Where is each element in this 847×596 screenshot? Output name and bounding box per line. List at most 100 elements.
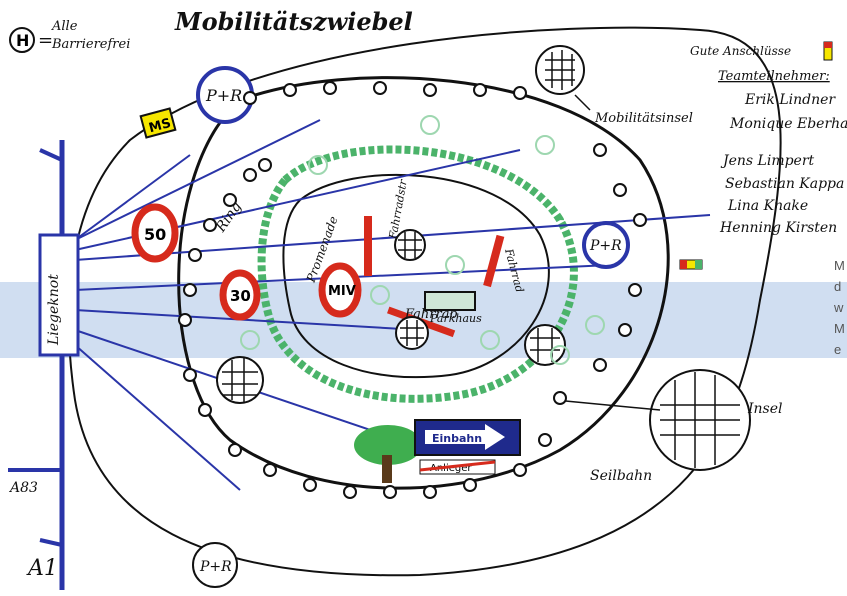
- faint-tree-icon: [480, 330, 500, 350]
- team-member: Erik Lindner: [744, 92, 836, 108]
- team-heading: Teamteilnehmer:: [718, 69, 830, 84]
- h-stop-icon: [613, 183, 627, 197]
- top-right-note: Gute Anschlüsse: [690, 44, 791, 58]
- h-stop-icon: [243, 91, 257, 105]
- h-stop-icon: [323, 81, 337, 95]
- faint-tree-icon: [308, 155, 328, 175]
- h-stop-icon: [373, 81, 387, 95]
- faint-tree-icon: [535, 135, 555, 155]
- faint-tree-icon: [240, 330, 260, 350]
- speed-sign-50: 50: [131, 203, 179, 263]
- seilbahn-line: [554, 399, 661, 411]
- h-stop-icon: [343, 485, 357, 499]
- h-stop-icon: [258, 158, 272, 172]
- h-stops: [178, 81, 647, 499]
- h-stop-icon: [303, 478, 317, 492]
- anlieger-label: Anlieger: [430, 463, 472, 474]
- h-stop-icon: [633, 213, 647, 227]
- h-stop-icon: [223, 193, 237, 207]
- a83-label: A83: [8, 480, 38, 496]
- h-stop-icon: [513, 86, 527, 100]
- legend-h-circle: [9, 27, 35, 53]
- h-stop-icon: [198, 403, 212, 417]
- svg-text:=: =: [38, 30, 53, 51]
- svg-text:M: M: [834, 321, 845, 336]
- main-road-branch-a1: [39, 538, 63, 547]
- miv-sign: MIV: [318, 262, 362, 318]
- liegeknot-box: [38, 233, 80, 357]
- h-stop-icon: [203, 218, 217, 232]
- grid-island-center-top: [394, 229, 426, 261]
- svg-text:M: M: [834, 258, 845, 273]
- svg-text:d: d: [834, 279, 841, 294]
- h-stop-icon: [618, 323, 632, 337]
- faint-tree-icon: [585, 315, 605, 335]
- grid-island-east: [524, 324, 566, 366]
- team-member: Henning Kirsten: [719, 220, 837, 236]
- speed-sign-30: 30: [219, 269, 261, 321]
- side-text: M d w M e: [833, 258, 845, 357]
- tree-icon: [354, 425, 422, 483]
- main-road-branch-top: [39, 148, 63, 162]
- arrow-to-top-pr: [74, 119, 321, 241]
- core-outline: [282, 173, 550, 379]
- h-stop-icon: [228, 443, 242, 457]
- arrow-to-center: [74, 309, 421, 331]
- ms-label: MS: [147, 116, 172, 136]
- promenade-outline: [257, 145, 578, 403]
- fahrradstr-bar: [364, 216, 372, 276]
- pr-bottom-label: P+R: [199, 559, 232, 575]
- h-stop-icon: [593, 358, 607, 372]
- seilbahn-label: Seilbahn: [590, 468, 652, 484]
- h-stop-icon: [383, 485, 397, 499]
- h-stop-icon: [593, 143, 607, 157]
- parkhaus-block: [424, 291, 476, 311]
- arrow-to-southwest: [74, 344, 241, 491]
- faint-tree-icon: [445, 255, 465, 275]
- grid-island-large: [649, 369, 751, 471]
- h-stop-icon: [628, 283, 642, 297]
- h-stop-icon: [538, 433, 552, 447]
- ms-box: [139, 107, 177, 139]
- team-member: Sebastian Kappa: [725, 176, 844, 192]
- team-member: Jens Limpert: [720, 153, 815, 169]
- h-stop-icon: [513, 463, 527, 477]
- pr-right: P+R: [582, 221, 630, 269]
- h-stop-icon: [473, 83, 487, 97]
- h-stop-icon: [188, 248, 202, 262]
- einbahn-sign: Einbahn: [414, 419, 521, 456]
- h-stop-icon: [283, 83, 297, 97]
- h-stop-icon: [243, 168, 257, 182]
- legend-line1: Alle: [51, 19, 78, 34]
- h-stop-icon: [423, 485, 437, 499]
- speed-sign-50-label: 50: [144, 225, 166, 244]
- h-stop-icon: [423, 83, 437, 97]
- miv-label: MIV: [328, 284, 356, 299]
- faint-tree-icon: [420, 115, 440, 135]
- parkhaus-label: Parkhaus: [429, 312, 482, 325]
- insel-label: Insel: [747, 401, 783, 417]
- pr-right-label: P+R: [589, 238, 622, 254]
- mobilitaetsinsel-label: Mobilitätsinsel: [594, 111, 693, 126]
- grid-island-center-bottom: [395, 316, 429, 350]
- arrow-to-ms: [74, 154, 191, 241]
- legend-barrier-free: H = Alle Barrierefrei: [9, 19, 130, 53]
- a1-label: A1: [26, 556, 58, 581]
- diagram-title: Mobilitätszwiebel: [174, 7, 413, 36]
- legend-line2: Barrierefrei: [51, 37, 130, 52]
- grid-island-west: [216, 356, 264, 404]
- team-member: Lina Knake: [727, 198, 808, 214]
- h-stop-icon: [463, 478, 477, 492]
- svg-text:w: w: [833, 300, 844, 315]
- liegeknot-label: Liegeknot: [46, 274, 62, 346]
- pr-top-label: P+R: [205, 86, 242, 105]
- team-list: Teamteilnehmer: Erik Lindner Monique Ebe…: [718, 69, 847, 236]
- h-stop-icon: [183, 283, 197, 297]
- faint-tree-icon: [550, 345, 570, 365]
- fahrrad-bar: [483, 234, 505, 288]
- speed-sign-30-label: 30: [230, 287, 251, 305]
- anlieger-sign: Anlieger: [419, 459, 496, 475]
- h-stop-icon: [553, 391, 567, 405]
- h-stop-icon: [178, 313, 192, 327]
